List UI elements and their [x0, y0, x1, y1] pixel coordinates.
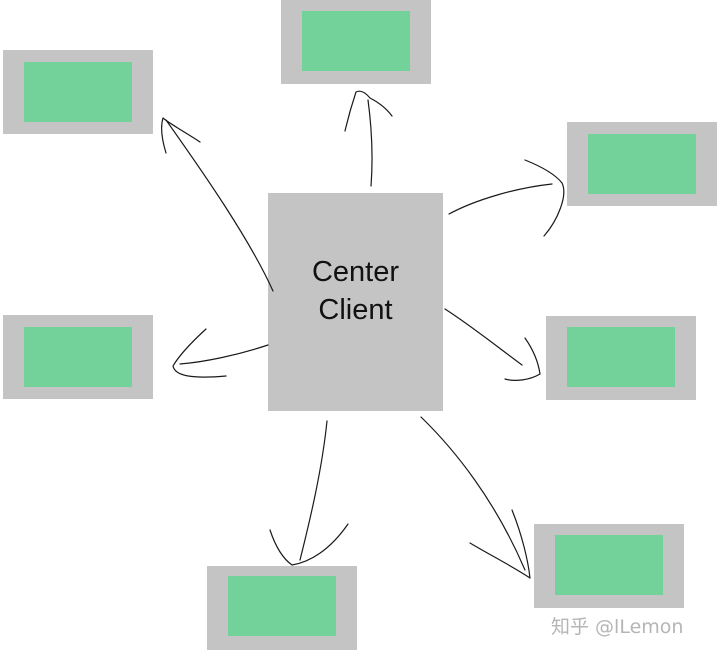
arrow-to-bottom — [299, 420, 328, 561]
arrow-to-top — [367, 99, 373, 187]
client-node-bottom-right — [534, 524, 684, 608]
client-node-screen — [567, 327, 675, 387]
arrow-head-bottom-right — [469, 509, 531, 579]
client-node-screen — [555, 535, 663, 595]
center-client-label: Center Client — [312, 253, 399, 329]
client-node-bottom — [207, 566, 357, 650]
client-node-left — [3, 315, 153, 399]
client-node-right-middle — [546, 316, 696, 400]
arrow-head-bottom — [269, 523, 349, 566]
arrow-to-top-left — [165, 119, 274, 292]
client-node-top-left — [3, 50, 153, 134]
arrow-to-left — [179, 344, 269, 365]
client-node-screen — [588, 134, 696, 194]
client-node-screen — [228, 576, 336, 636]
client-node-right-upper — [567, 122, 717, 206]
arrow-to-right-middle — [444, 308, 523, 366]
arrow-head-top — [344, 90, 393, 132]
watermark-text: 知乎 @lLemon — [551, 616, 684, 638]
arrow-head-right-upper — [524, 159, 565, 237]
client-node-screen — [24, 327, 132, 387]
center-client-label-line1: Center — [311, 256, 400, 288]
center-client-node: Center Client — [268, 193, 443, 411]
arrow-to-right-upper — [448, 183, 553, 215]
client-node-top — [281, 0, 431, 84]
client-node-screen — [302, 11, 410, 71]
arrow-head-right-middle — [504, 337, 541, 381]
client-node-screen — [24, 62, 132, 122]
arrow-head-left — [172, 328, 227, 378]
arrow-head-top-left — [160, 117, 201, 154]
center-client-label-line2: Client — [318, 294, 393, 326]
arrow-to-bottom-right — [420, 416, 526, 571]
